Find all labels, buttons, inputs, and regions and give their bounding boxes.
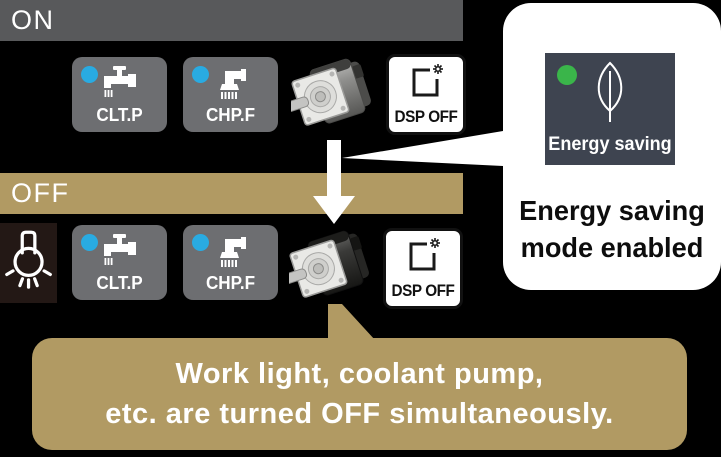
energy-saving-panel: Energy saving Energy saving mode enabled bbox=[503, 3, 721, 290]
off-state-label: OFF bbox=[11, 178, 70, 208]
display-sleep-icon bbox=[386, 236, 460, 276]
servo-motor-running-image bbox=[284, 49, 379, 137]
led-indicator bbox=[192, 66, 209, 83]
callout-line2: etc. are turned OFF simultaneously. bbox=[105, 398, 614, 430]
led-indicator bbox=[192, 234, 209, 251]
led-indicator bbox=[557, 65, 577, 85]
display-off-label: DSP OFF bbox=[394, 107, 458, 126]
coolant-pump-button[interactable]: CLT.P bbox=[72, 57, 167, 132]
coolant-spray-icon bbox=[183, 66, 278, 100]
faucet-icon bbox=[72, 234, 167, 268]
chip-button-label: CHP.F bbox=[205, 105, 256, 125]
display-off-button[interactable]: DSP OFF bbox=[383, 228, 463, 309]
servo-motor-stopped-image bbox=[282, 221, 377, 309]
chip-button-label: CHP.F bbox=[205, 273, 256, 293]
coolant-button-label: CLT.P bbox=[96, 105, 143, 125]
energy-caption-line2: mode enabled bbox=[520, 232, 704, 263]
energy-caption: Energy saving mode enabled bbox=[506, 192, 717, 266]
led-indicator bbox=[81, 234, 98, 251]
energy-button-label: Energy saving bbox=[548, 134, 672, 155]
chip-flush-button[interactable]: CHP.F bbox=[183, 57, 278, 132]
work-light-button[interactable] bbox=[0, 223, 57, 303]
simultaneous-off-callout: Work light, coolant pump, etc. are turne… bbox=[32, 338, 687, 450]
leaf-icon bbox=[545, 59, 675, 129]
on-state-label: ON bbox=[11, 5, 55, 35]
display-off-button[interactable]: DSP OFF bbox=[386, 54, 466, 135]
led-indicator bbox=[81, 66, 98, 83]
callout-tail bbox=[328, 304, 375, 340]
off-state-bar: OFF bbox=[0, 173, 463, 214]
display-sleep-icon bbox=[389, 62, 463, 102]
energy-saving-button[interactable]: Energy saving bbox=[545, 53, 675, 165]
coolant-spray-icon bbox=[183, 234, 278, 268]
coolant-pump-button[interactable]: CLT.P bbox=[72, 225, 167, 300]
callout-line1: Work light, coolant pump, bbox=[175, 358, 544, 390]
on-state-bar: ON bbox=[0, 0, 463, 41]
display-off-label: DSP OFF bbox=[391, 281, 455, 300]
chip-flush-button[interactable]: CHP.F bbox=[183, 225, 278, 300]
light-bulb-icon bbox=[3, 225, 55, 302]
faucet-icon bbox=[72, 66, 167, 100]
energy-caption-line1: Energy saving bbox=[519, 195, 705, 226]
coolant-button-label: CLT.P bbox=[96, 273, 143, 293]
